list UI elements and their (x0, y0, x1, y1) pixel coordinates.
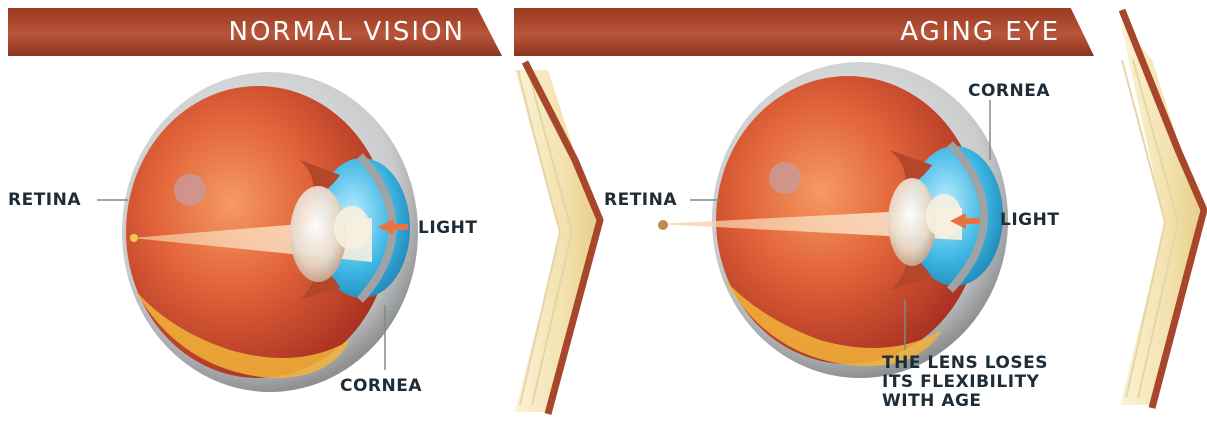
label-light-normal: LIGHT (418, 219, 477, 237)
label-lens-note-line-3: WITH AGE (882, 392, 982, 410)
label-lens-note-line-1: THE LENS LOSES (882, 354, 1048, 372)
book-chevron-2 (1120, 10, 1204, 408)
aging-eye (658, 62, 1008, 378)
label-retina-aging: RETINA (604, 191, 677, 209)
label-retina-normal: RETINA (8, 191, 81, 209)
label-cornea-normal: CORNEA (340, 377, 422, 395)
normal-eye (122, 72, 418, 392)
book-chevron-1 (515, 62, 600, 414)
label-light-aging: LIGHT (1000, 211, 1059, 229)
label-lens-note-line-2: ITS FLEXIBILITY (882, 373, 1039, 391)
label-cornea-aging: CORNEA (968, 82, 1050, 100)
